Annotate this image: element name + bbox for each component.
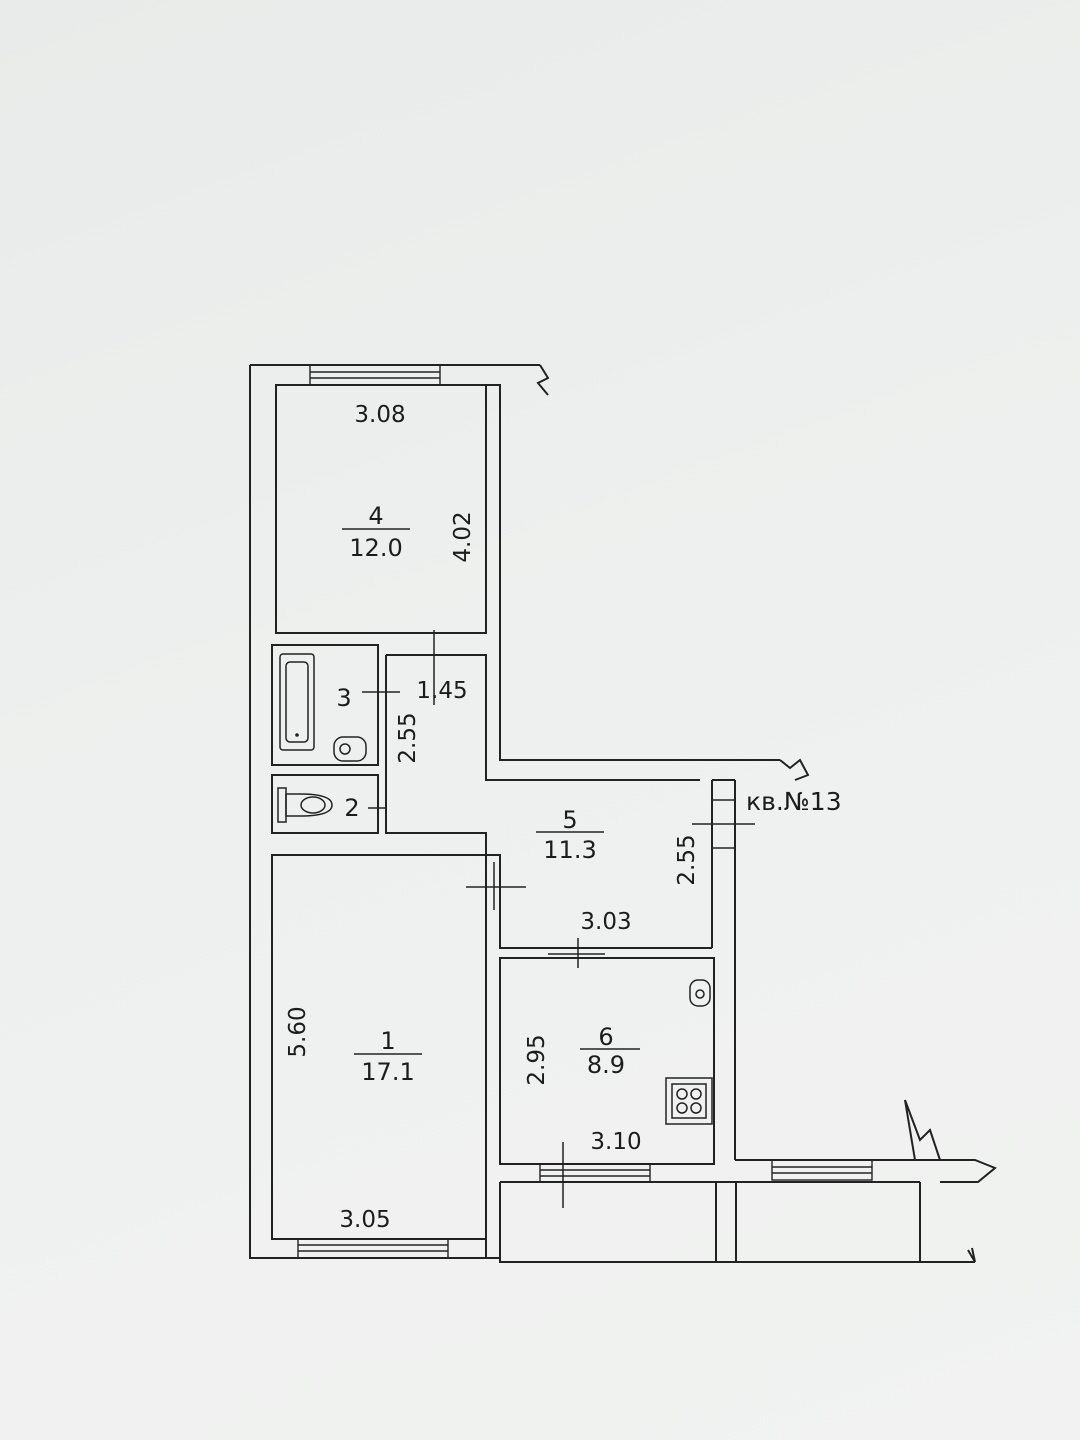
- dim-room-4-length: 4.02: [450, 511, 476, 562]
- sink-icon: [333, 736, 367, 762]
- window-room-6: [539, 1163, 651, 1183]
- dim-corridor-width: 1.45: [416, 678, 467, 704]
- room-6-number: 6: [598, 1023, 613, 1051]
- bathtub-icon: [279, 653, 315, 751]
- room-5-number: 5: [562, 806, 577, 834]
- dim-kitchen-width: 3.10: [590, 1129, 641, 1155]
- room-1-area: 17.1: [361, 1058, 414, 1086]
- room-2-number: 2: [344, 794, 359, 822]
- room-4-area: 12.0: [349, 534, 402, 562]
- break-mark-top: [536, 364, 550, 396]
- door-marks: [362, 630, 755, 1208]
- dim-room-4-width: 3.08: [354, 402, 405, 428]
- break-mark-right: [779, 758, 810, 781]
- outer-wall-left: [249, 365, 500, 1259]
- window-balcony: [771, 1159, 873, 1181]
- balcony-wall: [499, 1182, 975, 1263]
- room-1-number: 1: [380, 1027, 395, 1055]
- apartment-label: кв.№13: [746, 787, 842, 816]
- room-6-area: 8.9: [587, 1051, 625, 1079]
- window-room-4: [309, 364, 441, 386]
- dim-room-1-width: 3.05: [339, 1207, 390, 1233]
- walls: [249, 364, 997, 1263]
- corridor-wall-right: [386, 654, 700, 781]
- room-labels: 4 12.0 3 2 5 11.3 1 17.1 6 8.9: [336, 502, 625, 1086]
- dim-hall-depth: 2.55: [674, 834, 700, 885]
- room-4-number: 4: [368, 502, 383, 530]
- dim-corridor-length: 2.55: [395, 712, 421, 763]
- exterior-bottom-right: [735, 1159, 997, 1183]
- dimension-labels: 3.08 4.02 1.45 2.55 2.55 3.03 5.60 3.05 …: [285, 402, 700, 1233]
- stove-icon: [665, 1077, 713, 1125]
- room-3-wall: [271, 644, 379, 766]
- window-room-1: [297, 1238, 449, 1259]
- exterior-wall-spur: [904, 1099, 941, 1161]
- area-bars: [342, 528, 640, 1055]
- break-mark-bottom: [967, 1247, 976, 1263]
- dim-hall-width: 3.03: [580, 909, 631, 935]
- windows: [297, 364, 873, 1259]
- room-3-number: 3: [336, 684, 351, 712]
- dim-room-1-length: 5.60: [285, 1006, 311, 1057]
- toilet-icon: [277, 787, 333, 823]
- room-5-area: 11.3: [543, 836, 596, 864]
- dim-kitchen-length: 2.95: [524, 1034, 550, 1085]
- kitchen-sink-icon: [689, 979, 711, 1007]
